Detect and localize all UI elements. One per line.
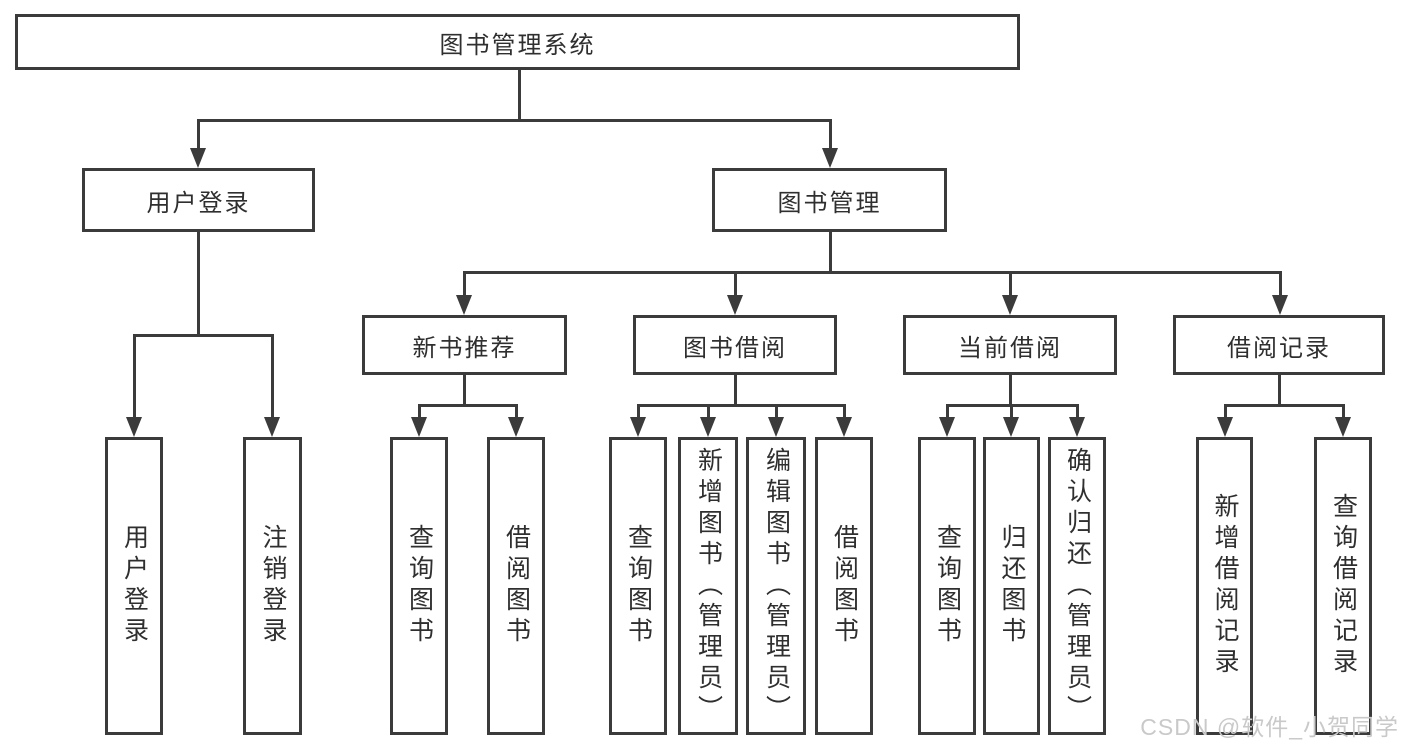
- connector-line: [197, 119, 832, 122]
- arrow-down-icon: [190, 148, 206, 168]
- leaf-add-borrow-record: 新增借阅记录: [1196, 437, 1253, 735]
- arrow-down-icon: [1272, 295, 1288, 315]
- arrow-down-icon: [1217, 417, 1233, 437]
- node-book-management: 图书管理: [712, 168, 947, 232]
- connector-line: [197, 119, 200, 148]
- connector-line: [463, 271, 466, 295]
- connector-line: [518, 68, 521, 121]
- node-label: 图书管理: [777, 189, 882, 217]
- connector-line: [1224, 404, 1345, 407]
- node-borrowing-records: 借阅记录: [1173, 315, 1385, 375]
- arrow-down-icon: [126, 417, 142, 437]
- leaf-query-borrow-record: 查询借阅记录: [1314, 437, 1372, 735]
- node-book-borrowing: 图书借阅: [633, 315, 837, 375]
- leaf-label: 确认归还（管理员）: [1063, 446, 1092, 726]
- leaf-label: 用户登录: [120, 524, 149, 648]
- leaf-borrow-books-recommend: 借阅图书: [487, 437, 545, 735]
- leaf-label: 查询借阅记录: [1329, 493, 1358, 679]
- node-label: 图书借阅: [683, 334, 787, 362]
- leaf-edit-books-admin: 编辑图书（管理员）: [746, 437, 806, 735]
- node-label: 图书管理系统: [439, 31, 596, 59]
- arrow-down-icon: [1335, 417, 1351, 437]
- arrow-down-icon: [700, 417, 716, 437]
- arrow-down-icon: [768, 417, 784, 437]
- leaf-query-books-current: 查询图书: [918, 437, 976, 735]
- connector-line: [133, 334, 274, 337]
- connector-line: [734, 271, 737, 295]
- connector-line: [829, 232, 832, 274]
- arrow-down-icon: [822, 148, 838, 168]
- leaf-logout: 注销登录: [243, 437, 302, 735]
- node-user-login: 用户登录: [82, 168, 315, 232]
- leaf-confirm-return-admin: 确认归还（管理员）: [1048, 437, 1106, 735]
- arrow-down-icon: [939, 417, 955, 437]
- node-label: 用户登录: [146, 189, 251, 217]
- leaf-label: 编辑图书（管理员）: [762, 446, 791, 726]
- leaf-query-books-borrow: 查询图书: [609, 437, 667, 735]
- leaf-label: 新增借阅记录: [1211, 493, 1239, 679]
- arrow-down-icon: [1002, 295, 1018, 315]
- connector-line: [271, 334, 274, 417]
- leaf-user-login: 用户登录: [105, 437, 163, 735]
- node-label: 借阅记录: [1227, 334, 1331, 362]
- leaf-label: 借阅图书: [502, 524, 531, 648]
- arrow-down-icon: [264, 417, 280, 437]
- connector-line: [829, 119, 832, 148]
- node-label: 当前借阅: [958, 334, 1062, 362]
- leaf-label: 新增图书（管理员）: [694, 446, 723, 726]
- connector-line: [637, 404, 640, 417]
- node-current-borrowing: 当前借阅: [903, 315, 1117, 375]
- connector-line: [418, 404, 518, 407]
- connector-line: [515, 404, 518, 417]
- connector-line: [946, 404, 949, 417]
- leaf-label: 查询图书: [933, 524, 962, 648]
- connector-line: [1009, 375, 1012, 406]
- connector-line: [734, 375, 737, 406]
- leaf-label: 借阅图书: [830, 524, 859, 648]
- node-label: 新书推荐: [412, 334, 517, 362]
- connector-line: [637, 404, 846, 407]
- arrow-down-icon: [1003, 417, 1019, 437]
- connector-line: [197, 232, 200, 337]
- arrow-down-icon: [1069, 417, 1085, 437]
- arrow-down-icon: [836, 417, 852, 437]
- leaf-label: 归还图书: [998, 524, 1026, 648]
- arrow-down-icon: [456, 295, 472, 315]
- leaf-borrow-books: 借阅图书: [815, 437, 873, 735]
- connector-line: [775, 404, 778, 417]
- leaf-label: 注销登录: [259, 524, 287, 648]
- connector-line: [463, 271, 1282, 274]
- connector-line: [1278, 375, 1281, 406]
- leaf-return-books: 归还图书: [983, 437, 1040, 735]
- leaf-query-books-recommend: 查询图书: [390, 437, 448, 735]
- connector-line: [1224, 404, 1227, 417]
- connector-line: [843, 404, 846, 417]
- arrow-down-icon: [508, 417, 524, 437]
- connector-line: [418, 404, 421, 417]
- leaf-label: 查询图书: [624, 524, 653, 648]
- leaf-add-books-admin: 新增图书（管理员）: [678, 437, 738, 735]
- node-library-management-system: 图书管理系统: [15, 14, 1020, 70]
- connector-line: [707, 404, 710, 417]
- leaf-label: 查询图书: [405, 524, 434, 648]
- connector-line: [1010, 404, 1013, 417]
- arrow-down-icon: [727, 295, 743, 315]
- csdn-watermark: CSDN @软件_小贺同学: [1140, 714, 1399, 740]
- arrow-down-icon: [411, 417, 427, 437]
- arrow-down-icon: [630, 417, 646, 437]
- connector-line: [1279, 271, 1282, 295]
- node-new-book-recommendation: 新书推荐: [362, 315, 567, 375]
- connector-line: [1342, 404, 1345, 417]
- connector-line: [133, 334, 136, 417]
- connector-line: [1076, 404, 1079, 417]
- connector-line: [1009, 271, 1012, 295]
- connector-line: [463, 375, 466, 406]
